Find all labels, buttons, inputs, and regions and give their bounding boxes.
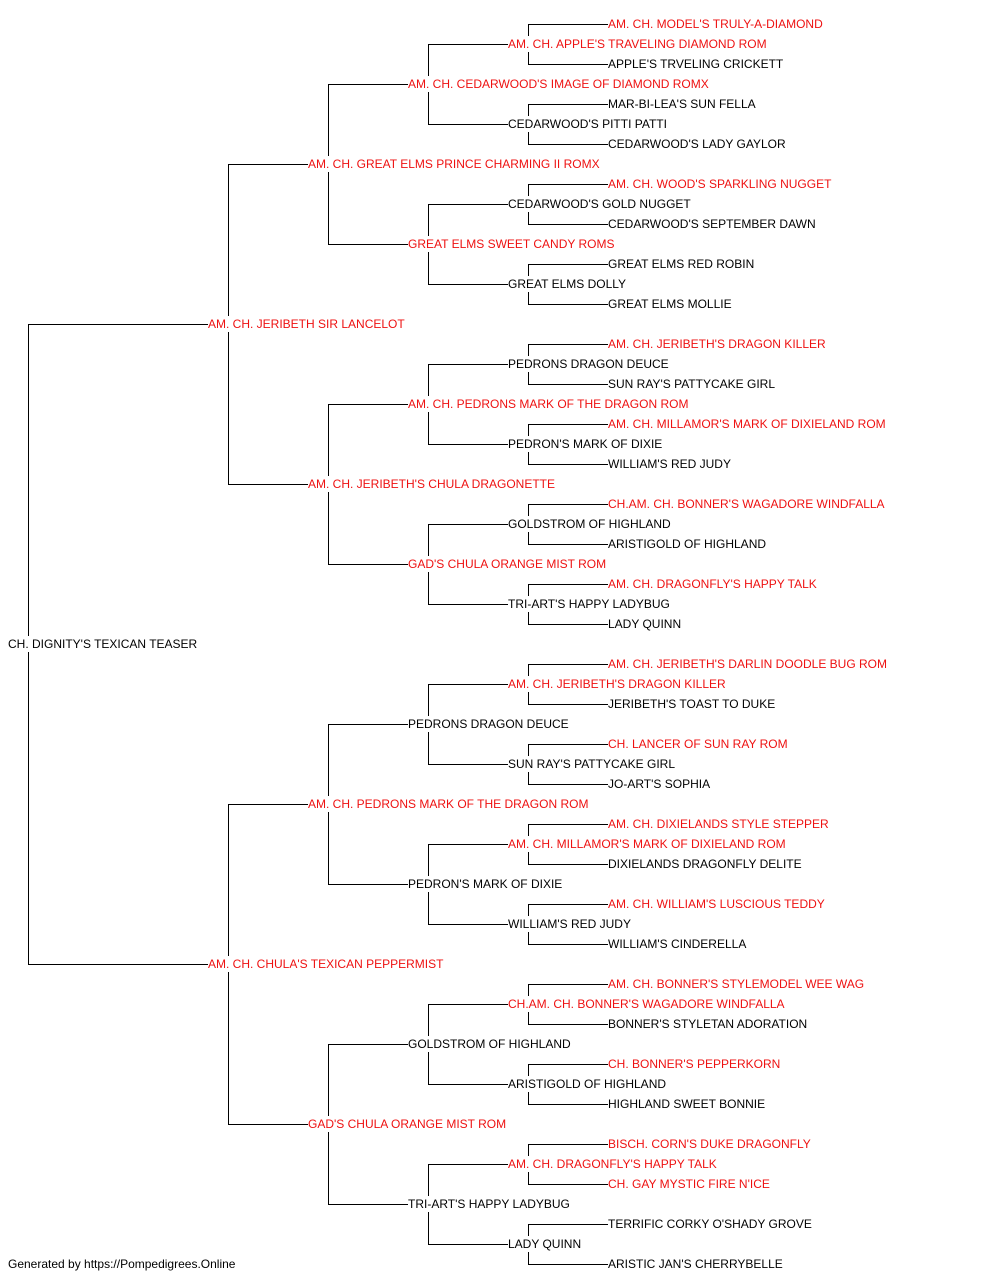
pedigree-name: AM. CH. PEDRONS MARK OF THE DRAGON ROM [408,397,689,411]
pedigree-name: JERIBETH'S TOAST TO DUKE [608,697,776,711]
pedigree-name: AM. CH. PEDRONS MARK OF THE DRAGON ROM [308,797,589,811]
pedigree-name: WILLIAM'S CINDERELLA [608,937,747,951]
pedigree-name: AM. CH. JERIBETH'S CHULA DRAGONETTE [308,477,555,491]
pedigree-name: DIXIELANDS DRAGONFLY DELITE [608,857,802,871]
pedigree-name: GAD'S CHULA ORANGE MIST ROM [308,1117,507,1131]
pedigree-name: PEDRON'S MARK OF DIXIE [408,877,563,891]
pedigree-name: APPLE'S TRVELING CRICKETT [608,57,784,71]
pedigree-name: GAD'S CHULA ORANGE MIST ROM [408,557,607,571]
pedigree-name: CH. LANCER OF SUN RAY ROM [608,737,788,751]
pedigree-name: AM. CH. JERIBETH'S DRAGON KILLER [508,677,726,691]
pedigree-name: GREAT ELMS DOLLY [508,277,627,291]
pedigree-name: TERRIFIC CORKY O'SHADY GROVE [608,1217,812,1231]
pedigree-name: AM. CH. MODEL'S TRULY-A-DIAMOND [608,17,823,31]
pedigree-name: AM. CH. JERIBETH SIR LANCELOT [208,317,405,331]
pedigree-name: CEDARWOOD'S PITTI PATTI [508,117,667,131]
pedigree-name: GREAT ELMS MOLLIE [608,297,732,311]
pedigree-name: BISCH. CORN'S DUKE DRAGONFLY [608,1137,811,1151]
pedigree-name: AM. CH. MILLAMOR'S MARK OF DIXIELAND ROM [608,417,886,431]
pedigree-name: AM. CH. DRAGONFLY'S HAPPY TALK [508,1157,717,1171]
pedigree-name: BONNER'S STYLETAN ADORATION [608,1017,808,1031]
pedigree-name: GREAT ELMS SWEET CANDY ROMS [408,237,615,251]
pedigree-name: TRI-ART'S HAPPY LADYBUG [408,1197,570,1211]
pedigree-name: LADY QUINN [608,617,682,631]
pedigree-name: CH.AM. CH. BONNER'S WAGADORE WINDFALLA [508,997,785,1011]
pedigree-name: CEDARWOOD'S GOLD NUGGET [508,197,691,211]
pedigree-name: AM. CH. WOOD'S SPARKLING NUGGET [608,177,832,191]
pedigree-name: CH. DIGNITY'S TEXICAN TEASER [8,637,198,651]
pedigree-name: WILLIAM'S RED JUDY [608,457,731,471]
pedigree-name: AM. CH. GREAT ELMS PRINCE CHARMING II RO… [308,157,600,171]
pedigree-name: WILLIAM'S RED JUDY [508,917,631,931]
pedigree-name: PEDRONS DRAGON DEUCE [508,357,669,371]
pedigree-name: MAR-BI-LEA'S SUN FELLA [608,97,756,111]
pedigree-name: AM. CH. JERIBETH'S DRAGON KILLER [608,337,826,351]
pedigree-name: LADY QUINN [508,1237,582,1251]
pedigree-name: CH.AM. CH. BONNER'S WAGADORE WINDFALLA [608,497,885,511]
pedigree-name: AM. CH. BONNER'S STYLEMODEL WEE WAG [608,977,865,991]
pedigree-name: SUN RAY'S PATTYCAKE GIRL [608,377,775,391]
pedigree-name: AM. CH. APPLE'S TRAVELING DIAMOND ROM [508,37,767,51]
pedigree-name: ARISTIC JAN'S CHERRYBELLE [608,1257,783,1271]
pedigree-name: ARISTIGOLD OF HIGHLAND [608,537,767,551]
pedigree-name: PEDRON'S MARK OF DIXIE [508,437,663,451]
pedigree-name: JO-ART'S SOPHIA [608,777,711,791]
pedigree-name: AM. CH. WILLIAM'S LUSCIOUS TEDDY [608,897,825,911]
pedigree-name: AM. CH. MILLAMOR'S MARK OF DIXIELAND ROM [508,837,786,851]
pedigree-name: GOLDSTROM OF HIGHLAND [508,517,671,531]
pedigree-name: AM. CH. CEDARWOOD'S IMAGE OF DIAMOND ROM… [408,77,709,91]
pedigree-name: AM. CH. DRAGONFLY'S HAPPY TALK [608,577,817,591]
pedigree-name: CEDARWOOD'S LADY GAYLOR [608,137,786,151]
pedigree-name: AM. CH. DIXIELANDS STYLE STEPPER [608,817,829,831]
pedigree-name: CEDARWOOD'S SEPTEMBER DAWN [608,217,816,231]
pedigree-name: GREAT ELMS RED ROBIN [608,257,755,271]
pedigree-name: CH. BONNER'S PEPPERKORN [608,1057,781,1071]
pedigree-name: SUN RAY'S PATTYCAKE GIRL [508,757,675,771]
pedigree-name: AM. CH. JERIBETH'S DARLIN DOODLE BUG ROM [608,657,887,671]
pedigree-name: PEDRONS DRAGON DEUCE [408,717,569,731]
pedigree-name: GOLDSTROM OF HIGHLAND [408,1037,571,1051]
pedigree-name: HIGHLAND SWEET BONNIE [608,1097,766,1111]
pedigree-name: ARISTIGOLD OF HIGHLAND [508,1077,667,1091]
pedigree-name: CH. GAY MYSTIC FIRE N'ICE [608,1177,770,1191]
generated-by-footer: Generated by https://Pompedigrees.Online [8,1257,236,1271]
pedigree-name: TRI-ART'S HAPPY LADYBUG [508,597,670,611]
pedigree-name: AM. CH. CHULA'S TEXICAN PEPPERMIST [208,957,444,971]
